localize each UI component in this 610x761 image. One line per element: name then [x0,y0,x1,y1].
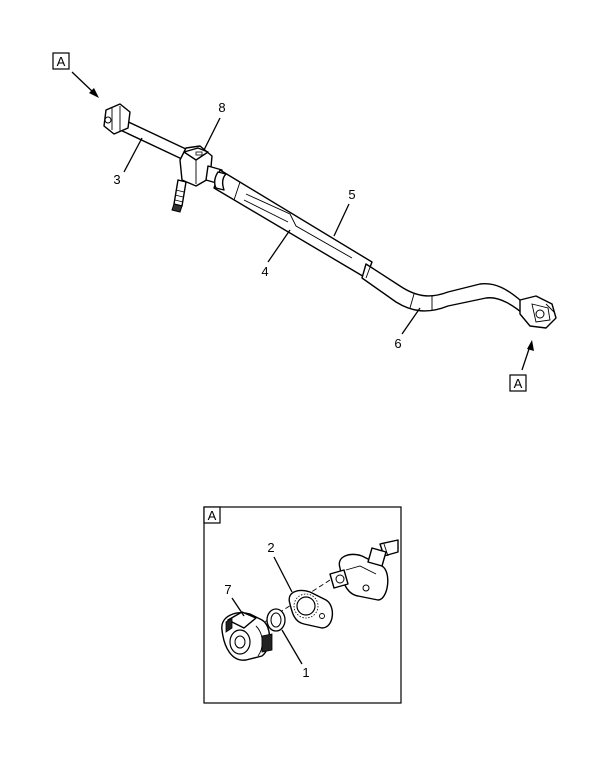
callout-3: 3 [113,137,143,187]
callout-4: 4 [261,229,291,279]
callout-6: 6 [394,307,421,351]
callout-5: 5 [333,187,356,237]
gasket [288,589,333,629]
o-ring [266,608,286,632]
callout-7-label: 7 [224,582,231,597]
callout-6-label: 6 [394,336,401,351]
detail-view-label: A [208,508,217,523]
callout-7: 7 [224,582,245,617]
view-marker-right: A [509,340,534,392]
detail-view-a: A [203,506,402,704]
hose-sleeve [213,169,373,279]
end-nut-detail [221,611,273,661]
callout-5-label: 5 [348,187,355,202]
callout-1: 1 [281,629,310,680]
callout-1-label: 1 [302,665,309,680]
callout-2-label: 2 [267,540,274,555]
callout-8-label: 8 [218,100,225,115]
callout-8: 8 [203,100,226,151]
end-nut-right [519,295,557,329]
view-marker-top: A [52,52,99,98]
callout-3-label: 3 [113,172,120,187]
callout-4-label: 4 [261,264,268,279]
end-nut-left [103,103,131,135]
view-marker-right-label: A [514,376,523,391]
flange-block [329,547,389,601]
callout-2: 2 [267,540,293,593]
tube-long [361,261,527,317]
tube-assembly [103,103,557,329]
view-marker-top-label: A [57,54,66,69]
